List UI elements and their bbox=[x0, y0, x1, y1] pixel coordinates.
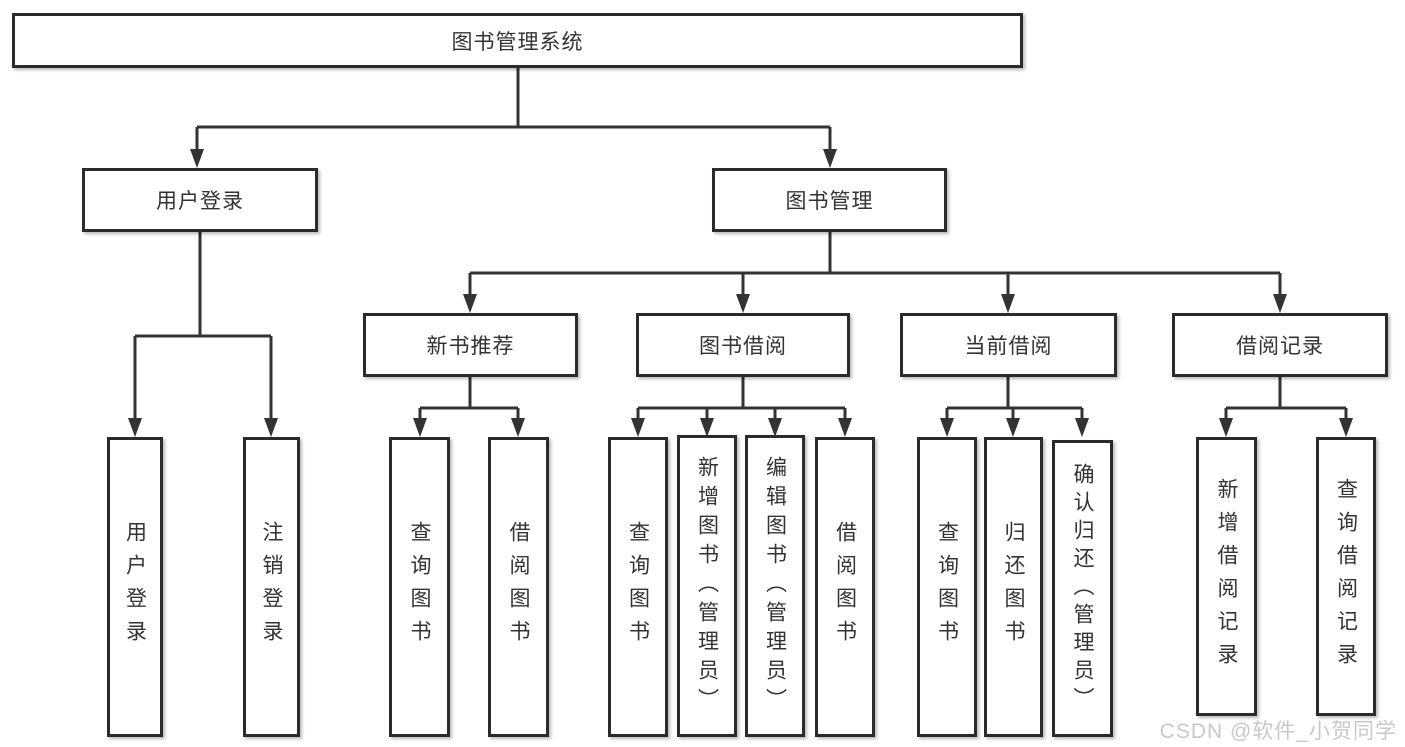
leaf-logout: 注销登录 bbox=[243, 437, 300, 737]
leaf-add-books-admin-label: 新增图书（管理员） bbox=[695, 455, 719, 717]
node-current-borrowing: 当前借阅 bbox=[900, 313, 1117, 377]
leaf-query-books-1: 查询图书 bbox=[389, 437, 450, 737]
leaf-return-books: 归还图书 bbox=[984, 437, 1043, 737]
leaf-edit-books-admin-label: 编辑图书（管理员） bbox=[763, 455, 787, 717]
leaf-return-books-label: 归还图书 bbox=[1002, 521, 1025, 653]
leaf-confirm-return-admin: 确认归还（管理员） bbox=[1052, 440, 1113, 737]
node-root-label: 图书管理系统 bbox=[451, 30, 584, 54]
node-book-management-label: 图书管理 bbox=[785, 190, 874, 213]
leaf-query-books-1-label: 查询图书 bbox=[408, 521, 431, 653]
leaf-borrow-books-1-label: 借阅图书 bbox=[507, 521, 530, 653]
node-book-borrowing: 图书借阅 bbox=[636, 313, 850, 377]
leaf-borrow-books-2: 借阅图书 bbox=[815, 437, 875, 737]
leaf-query-books-3-label: 查询图书 bbox=[935, 521, 959, 653]
leaf-query-books-2-label: 查询图书 bbox=[626, 521, 650, 653]
leaf-borrow-books-2-label: 借阅图书 bbox=[833, 521, 857, 653]
leaf-user-login: 用户登录 bbox=[107, 437, 163, 737]
node-new-book-recommend: 新书推荐 bbox=[363, 313, 578, 377]
leaf-borrow-books-1: 借阅图书 bbox=[488, 437, 549, 737]
leaf-query-books-3: 查询图书 bbox=[917, 437, 977, 737]
node-current-borrowing-label: 当前借阅 bbox=[964, 335, 1053, 358]
leaf-add-borrow-record: 新增借阅记录 bbox=[1196, 437, 1257, 716]
leaf-edit-books-admin: 编辑图书（管理员） bbox=[745, 435, 805, 737]
node-book-management: 图书管理 bbox=[712, 168, 947, 232]
watermark: CSDN @软件_小贺同学 bbox=[1159, 720, 1397, 743]
node-user-login: 用户登录 bbox=[82, 168, 318, 232]
leaf-add-borrow-record-label: 新增借阅记录 bbox=[1215, 477, 1238, 676]
leaf-query-borrow-record-label: 查询借阅记录 bbox=[1334, 477, 1358, 676]
node-user-login-label: 用户登录 bbox=[156, 190, 244, 213]
leaf-query-borrow-record: 查询借阅记录 bbox=[1316, 437, 1376, 716]
leaf-logout-label: 注销登录 bbox=[260, 521, 283, 653]
node-root: 图书管理系统 bbox=[12, 13, 1023, 68]
node-book-borrowing-label: 图书借阅 bbox=[699, 335, 787, 358]
node-new-book-recommend-label: 新书推荐 bbox=[426, 335, 515, 358]
leaf-confirm-return-admin-label: 确认归还（管理员） bbox=[1071, 462, 1094, 715]
leaf-user-login-label: 用户登录 bbox=[123, 521, 147, 653]
leaf-query-books-2: 查询图书 bbox=[608, 437, 668, 737]
leaf-add-books-admin: 新增图书（管理员） bbox=[677, 435, 737, 737]
node-borrowing-records: 借阅记录 bbox=[1172, 313, 1388, 377]
node-borrowing-records-label: 借阅记录 bbox=[1236, 335, 1324, 358]
